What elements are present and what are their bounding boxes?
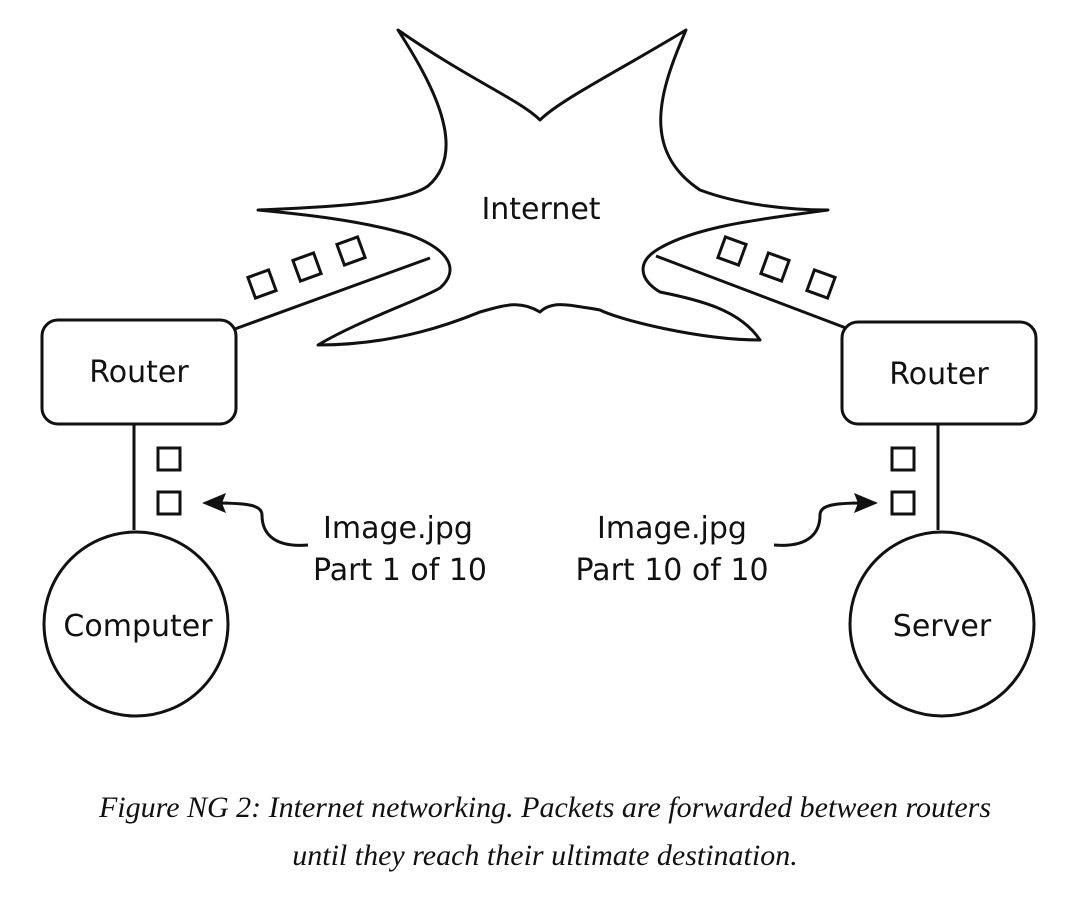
left-packet-label-line1: Image.jpg bbox=[323, 511, 473, 546]
internet-label: Internet bbox=[481, 192, 600, 227]
packet bbox=[156, 490, 182, 516]
right-packet-label-line1: Image.jpg bbox=[597, 511, 747, 546]
packet bbox=[334, 234, 368, 268]
left-link-packets bbox=[245, 234, 368, 301]
internet-cloud bbox=[256, 28, 830, 347]
right-router-label: Router bbox=[889, 357, 989, 392]
right-link-packets bbox=[715, 234, 838, 301]
server-node bbox=[848, 530, 1036, 718]
right-vertical-packets bbox=[890, 446, 916, 516]
packet bbox=[290, 250, 324, 284]
packet bbox=[804, 267, 838, 301]
left-router-box bbox=[40, 318, 238, 426]
right-callout-arrow bbox=[773, 501, 865, 547]
link-right-router-internet bbox=[655, 254, 847, 330]
packet bbox=[758, 250, 792, 284]
link-left-router-internet bbox=[231, 256, 431, 332]
packet bbox=[156, 446, 182, 472]
left-arrowhead bbox=[202, 493, 226, 513]
server-label: Server bbox=[893, 609, 992, 644]
packet bbox=[715, 234, 749, 268]
left-packet-label-line2: Part 1 of 10 bbox=[313, 553, 487, 588]
left-router-label: Router bbox=[89, 355, 189, 390]
right-arrowhead bbox=[854, 493, 878, 513]
right-packet-label-line2: Part 10 of 10 bbox=[575, 553, 768, 588]
figure-caption-line-1: Figure NG 2: Internet networking. Packet… bbox=[98, 791, 992, 824]
computer-node bbox=[42, 530, 230, 718]
left-callout-arrow bbox=[213, 501, 309, 547]
left-vertical-packets bbox=[156, 446, 182, 516]
figure-caption-line-2: until they reach their ultimate destinat… bbox=[292, 839, 798, 872]
packet bbox=[245, 267, 279, 301]
computer-label: Computer bbox=[63, 609, 213, 644]
packet bbox=[890, 490, 916, 516]
packet bbox=[890, 446, 916, 472]
